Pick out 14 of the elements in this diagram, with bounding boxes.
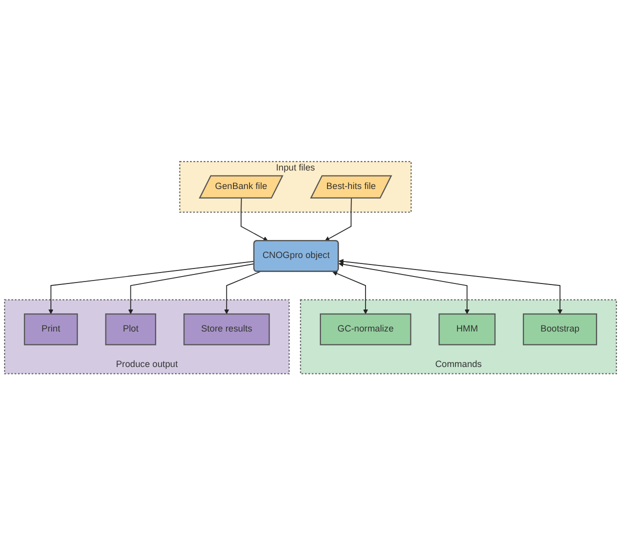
arrow bbox=[324, 198, 352, 241]
arrow bbox=[48, 260, 255, 314]
node-box: Store results bbox=[183, 313, 270, 346]
arrow bbox=[338, 262, 470, 314]
node-box: Bootstrap bbox=[522, 313, 598, 346]
node-box: HMM bbox=[438, 313, 496, 346]
node-box: Print bbox=[24, 313, 78, 346]
node-box: Plot bbox=[105, 313, 156, 346]
arrow bbox=[128, 263, 255, 314]
arrow bbox=[224, 271, 261, 314]
arrow bbox=[240, 198, 268, 241]
arrow bbox=[338, 258, 562, 314]
arrow bbox=[332, 271, 368, 314]
node-box: GC-normalize bbox=[320, 313, 412, 346]
